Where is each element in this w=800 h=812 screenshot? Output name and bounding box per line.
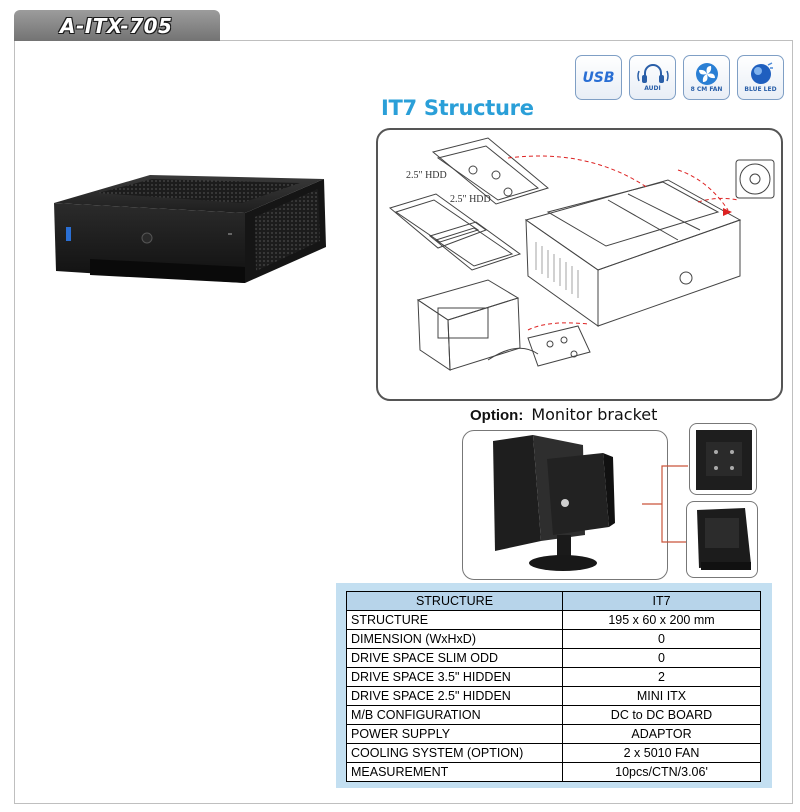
spec-value: 195 x 60 x 200 mm — [562, 610, 761, 630]
fan-feature: 8 CM FAN — [683, 55, 730, 100]
spec-label: DIMENSION (WxHxD) — [346, 629, 563, 649]
spec-label: DRIVE SPACE 3.5" HIDDEN — [346, 667, 563, 687]
spec-value: MINI ITX — [562, 686, 761, 706]
table-row: DIMENSION (WxHxD)0 — [346, 629, 761, 649]
usb-feature: USB — [575, 55, 622, 100]
usb-icon: USB — [582, 69, 615, 86]
spec-label: DRIVE SPACE SLIM ODD — [346, 648, 563, 668]
option-key: Option: — [470, 407, 524, 424]
blue-led-feature: BLUE LED — [737, 55, 784, 100]
blue-led-label: BLUE LED — [744, 86, 777, 93]
spec-value: 2 — [562, 667, 761, 687]
spec-label: STRUCTURE — [346, 610, 563, 630]
bracket-detail-photo-top — [689, 423, 757, 495]
audio-feature: AUDI — [629, 55, 676, 100]
spec-label: POWER SUPPLY — [346, 724, 563, 744]
bracket-connector-lines — [642, 465, 688, 543]
spec-value: 0 — [562, 648, 761, 668]
spec-value: DC to DC BOARD — [562, 705, 761, 725]
spec-label: COOLING SYSTEM (OPTION) — [346, 743, 563, 763]
spec-value: ADAPTOR — [562, 724, 761, 744]
option-value: Monitor bracket — [531, 405, 658, 424]
bracket-detail-photo-bottom — [686, 501, 758, 578]
structure-heading: IT7 Structure — [381, 96, 534, 120]
spec-label: DRIVE SPACE 2.5" HIDDEN — [346, 686, 563, 706]
structure-diagram: 2.5" HDD 2.5" HDD — [376, 128, 783, 401]
table-row: COOLING SYSTEM (OPTION)2 x 5010 FAN — [346, 743, 761, 763]
monitor-bracket-photo — [462, 430, 668, 580]
spec-header-cell: IT7 — [562, 591, 761, 611]
exploded-view-drawing — [388, 137, 775, 371]
page-frame — [14, 40, 793, 804]
model-title: A-ITX-705 — [60, 13, 173, 38]
fan-label: 8 CM FAN — [690, 86, 723, 93]
spec-header-row: STRUCTURE IT7 — [346, 591, 761, 611]
option-heading: Option: Monitor bracket — [470, 405, 657, 424]
spec-value: 10pcs/CTN/3.06' — [562, 762, 761, 782]
spec-header-cell: STRUCTURE — [346, 591, 563, 611]
feature-icons: USB AUDI 8 CM FAN BLUE LED — [575, 55, 784, 100]
audio-icon — [636, 64, 669, 83]
fan-icon — [695, 63, 718, 85]
hdd-label-lower: 2.5" HDD — [450, 194, 491, 205]
audio-label: AUDI — [644, 85, 661, 92]
spec-label: M/B CONFIGURATION — [346, 705, 563, 725]
header-tab: A-ITX-705 — [14, 10, 220, 41]
spec-label: MEASUREMENT — [346, 762, 563, 782]
spec-value: 2 x 5010 FAN — [562, 743, 761, 763]
blue-led-icon — [750, 62, 773, 84]
spec-value: 0 — [562, 629, 761, 649]
hdd-label-upper: 2.5" HDD — [406, 170, 447, 181]
product-photo — [54, 175, 326, 283]
